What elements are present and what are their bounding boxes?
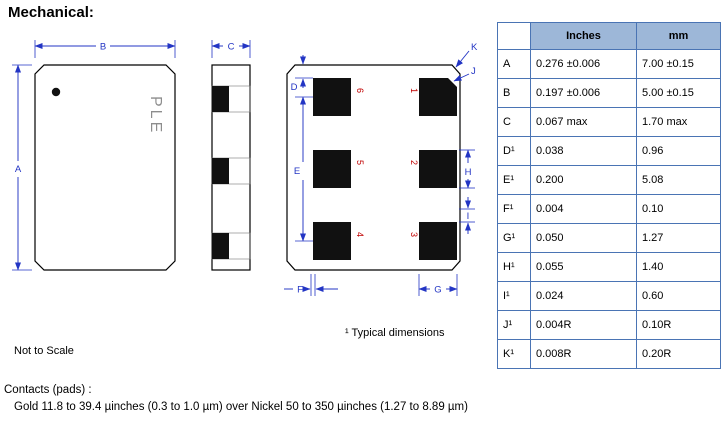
pad-number-2: 2 xyxy=(409,160,419,165)
dim-letter-cell: B xyxy=(497,78,531,108)
dim-letter-cell: K¹ xyxy=(497,339,531,369)
mm-cell: 1.70 max xyxy=(636,107,721,137)
dim-letter-cell: G¹ xyxy=(497,223,531,253)
header-inches: Inches xyxy=(530,22,637,50)
mm-cell: 5.00 ±0.15 xyxy=(636,78,721,108)
dim-label-a: A xyxy=(15,164,22,175)
table-header-row: Inches mm xyxy=(497,22,721,50)
dim-label-k: K xyxy=(471,42,478,53)
dim-letter-cell: F¹ xyxy=(497,194,531,224)
dim-label-d: D xyxy=(291,82,298,93)
inches-cell: 0.050 xyxy=(530,223,637,253)
inches-cell: 0.276 ±0.006 xyxy=(530,49,637,79)
header-mm: mm xyxy=(636,22,721,50)
dim-letter-cell: H¹ xyxy=(497,252,531,282)
mm-cell: 1.40 xyxy=(636,252,721,282)
contacts-plating-detail: Gold 11.8 to 39.4 µinches (0.3 to 1.0 µm… xyxy=(14,401,468,413)
pad-number-1: 1 xyxy=(409,88,419,93)
inches-cell: 0.197 ±0.006 xyxy=(530,78,637,108)
dim-label-h: H xyxy=(465,167,472,178)
inches-cell: 0.024 xyxy=(530,281,637,311)
inches-cell: 0.038 xyxy=(530,136,637,166)
dim-label-j: J xyxy=(471,66,476,77)
dim-label-c: C xyxy=(228,42,235,53)
mechanical-drawing: B A PLE C xyxy=(12,40,478,296)
dim-label-i: I xyxy=(467,211,470,222)
dim-letter-cell: E¹ xyxy=(497,165,531,195)
pad-number-4: 4 xyxy=(355,232,365,237)
side-pad xyxy=(212,158,229,184)
mm-cell: 1.27 xyxy=(636,223,721,253)
mm-cell: 0.10 xyxy=(636,194,721,224)
pin1-dot xyxy=(51,87,61,97)
dim-letter-cell: I¹ xyxy=(497,281,531,311)
contacts-label: Contacts (pads) : xyxy=(4,384,92,396)
typical-dimensions-note: ¹ Typical dimensions xyxy=(345,327,445,339)
mm-cell: 0.60 xyxy=(636,281,721,311)
mm-cell: 0.96 xyxy=(636,136,721,166)
inches-cell: 0.055 xyxy=(530,252,637,282)
pad-5 xyxy=(313,150,351,188)
mm-cell: 5.08 xyxy=(636,165,721,195)
side-pad xyxy=(212,233,229,259)
mm-cell: 0.10R xyxy=(636,310,721,340)
front-view: B A PLE xyxy=(12,40,176,271)
pad-number-5: 5 xyxy=(355,160,365,165)
inches-cell: 0.004 xyxy=(530,194,637,224)
dim-letter-cell: C xyxy=(497,107,531,137)
inches-cell: 0.004R xyxy=(530,310,637,340)
brand-mark: PLE xyxy=(147,96,164,135)
dim-label-e: E xyxy=(294,166,300,177)
dim-letter-cell: A xyxy=(497,49,531,79)
corner-cell xyxy=(497,22,531,50)
side-view: C xyxy=(211,40,251,271)
bottom-outline xyxy=(286,64,461,271)
pad-6 xyxy=(313,78,351,116)
pad-4 xyxy=(313,222,351,260)
pad-3 xyxy=(419,222,457,260)
dim-label-b: B xyxy=(100,42,106,53)
pad-2 xyxy=(419,150,457,188)
dim-label-f: F xyxy=(297,285,303,296)
package-outline xyxy=(34,64,176,271)
page-title: Mechanical: xyxy=(8,4,94,21)
mm-cell: 7.00 ±0.15 xyxy=(636,49,721,79)
mm-cell: 0.20R xyxy=(636,339,721,369)
pad-1 xyxy=(419,78,457,116)
bottom-view: 6 5 4 1 2 3 D E H xyxy=(284,42,478,296)
pad-number-6: 6 xyxy=(355,88,365,93)
inches-cell: 0.200 xyxy=(530,165,637,195)
not-to-scale-note: Not to Scale xyxy=(14,345,74,357)
inches-cell: 0.008R xyxy=(530,339,637,369)
dim-label-g: G xyxy=(434,285,441,296)
dim-letter-cell: D¹ xyxy=(497,136,531,166)
side-pad xyxy=(212,86,229,112)
dim-letter-cell: J¹ xyxy=(497,310,531,340)
pad-number-3: 3 xyxy=(409,232,419,237)
inches-cell: 0.067 max xyxy=(530,107,637,137)
